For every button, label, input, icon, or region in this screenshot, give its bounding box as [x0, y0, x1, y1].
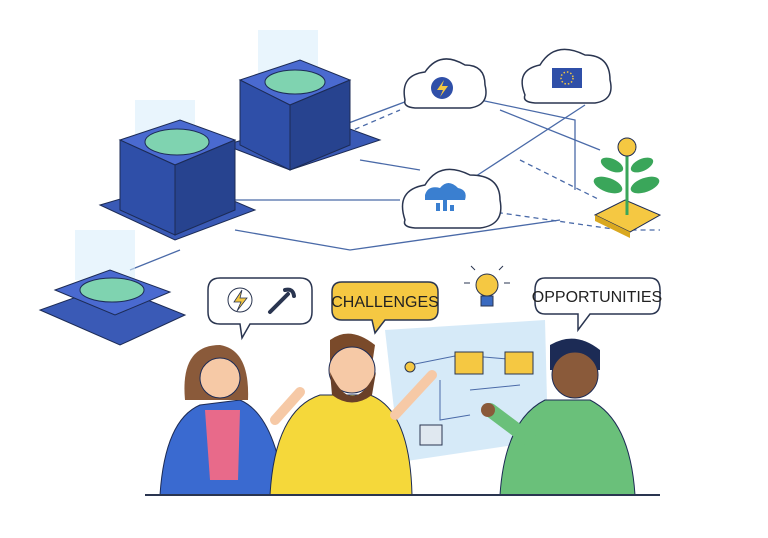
person-man-green	[481, 338, 636, 496]
tools-bubble	[207, 277, 313, 341]
plant-icon	[593, 137, 662, 238]
challenges-bubble: CHALLENGES	[331, 281, 439, 335]
wrench-icon	[268, 287, 296, 314]
server-icon	[38, 230, 187, 346]
person-woman	[159, 345, 305, 496]
server-icon	[223, 30, 382, 171]
lightning-icon	[227, 287, 253, 313]
cloud-eu-flag-icon	[521, 48, 612, 104]
cloud-lightning-icon	[403, 58, 487, 109]
challenges-label: CHALLENGES	[331, 294, 439, 311]
opportunities-label: OPPORTUNITIES	[532, 289, 662, 306]
opportunities-bubble: OPPORTUNITIES	[532, 277, 662, 333]
lightbulb-icon	[464, 265, 510, 307]
cloud-analytics-icon	[401, 168, 502, 229]
person-bearded-man	[269, 333, 437, 496]
server-icon	[98, 100, 257, 241]
